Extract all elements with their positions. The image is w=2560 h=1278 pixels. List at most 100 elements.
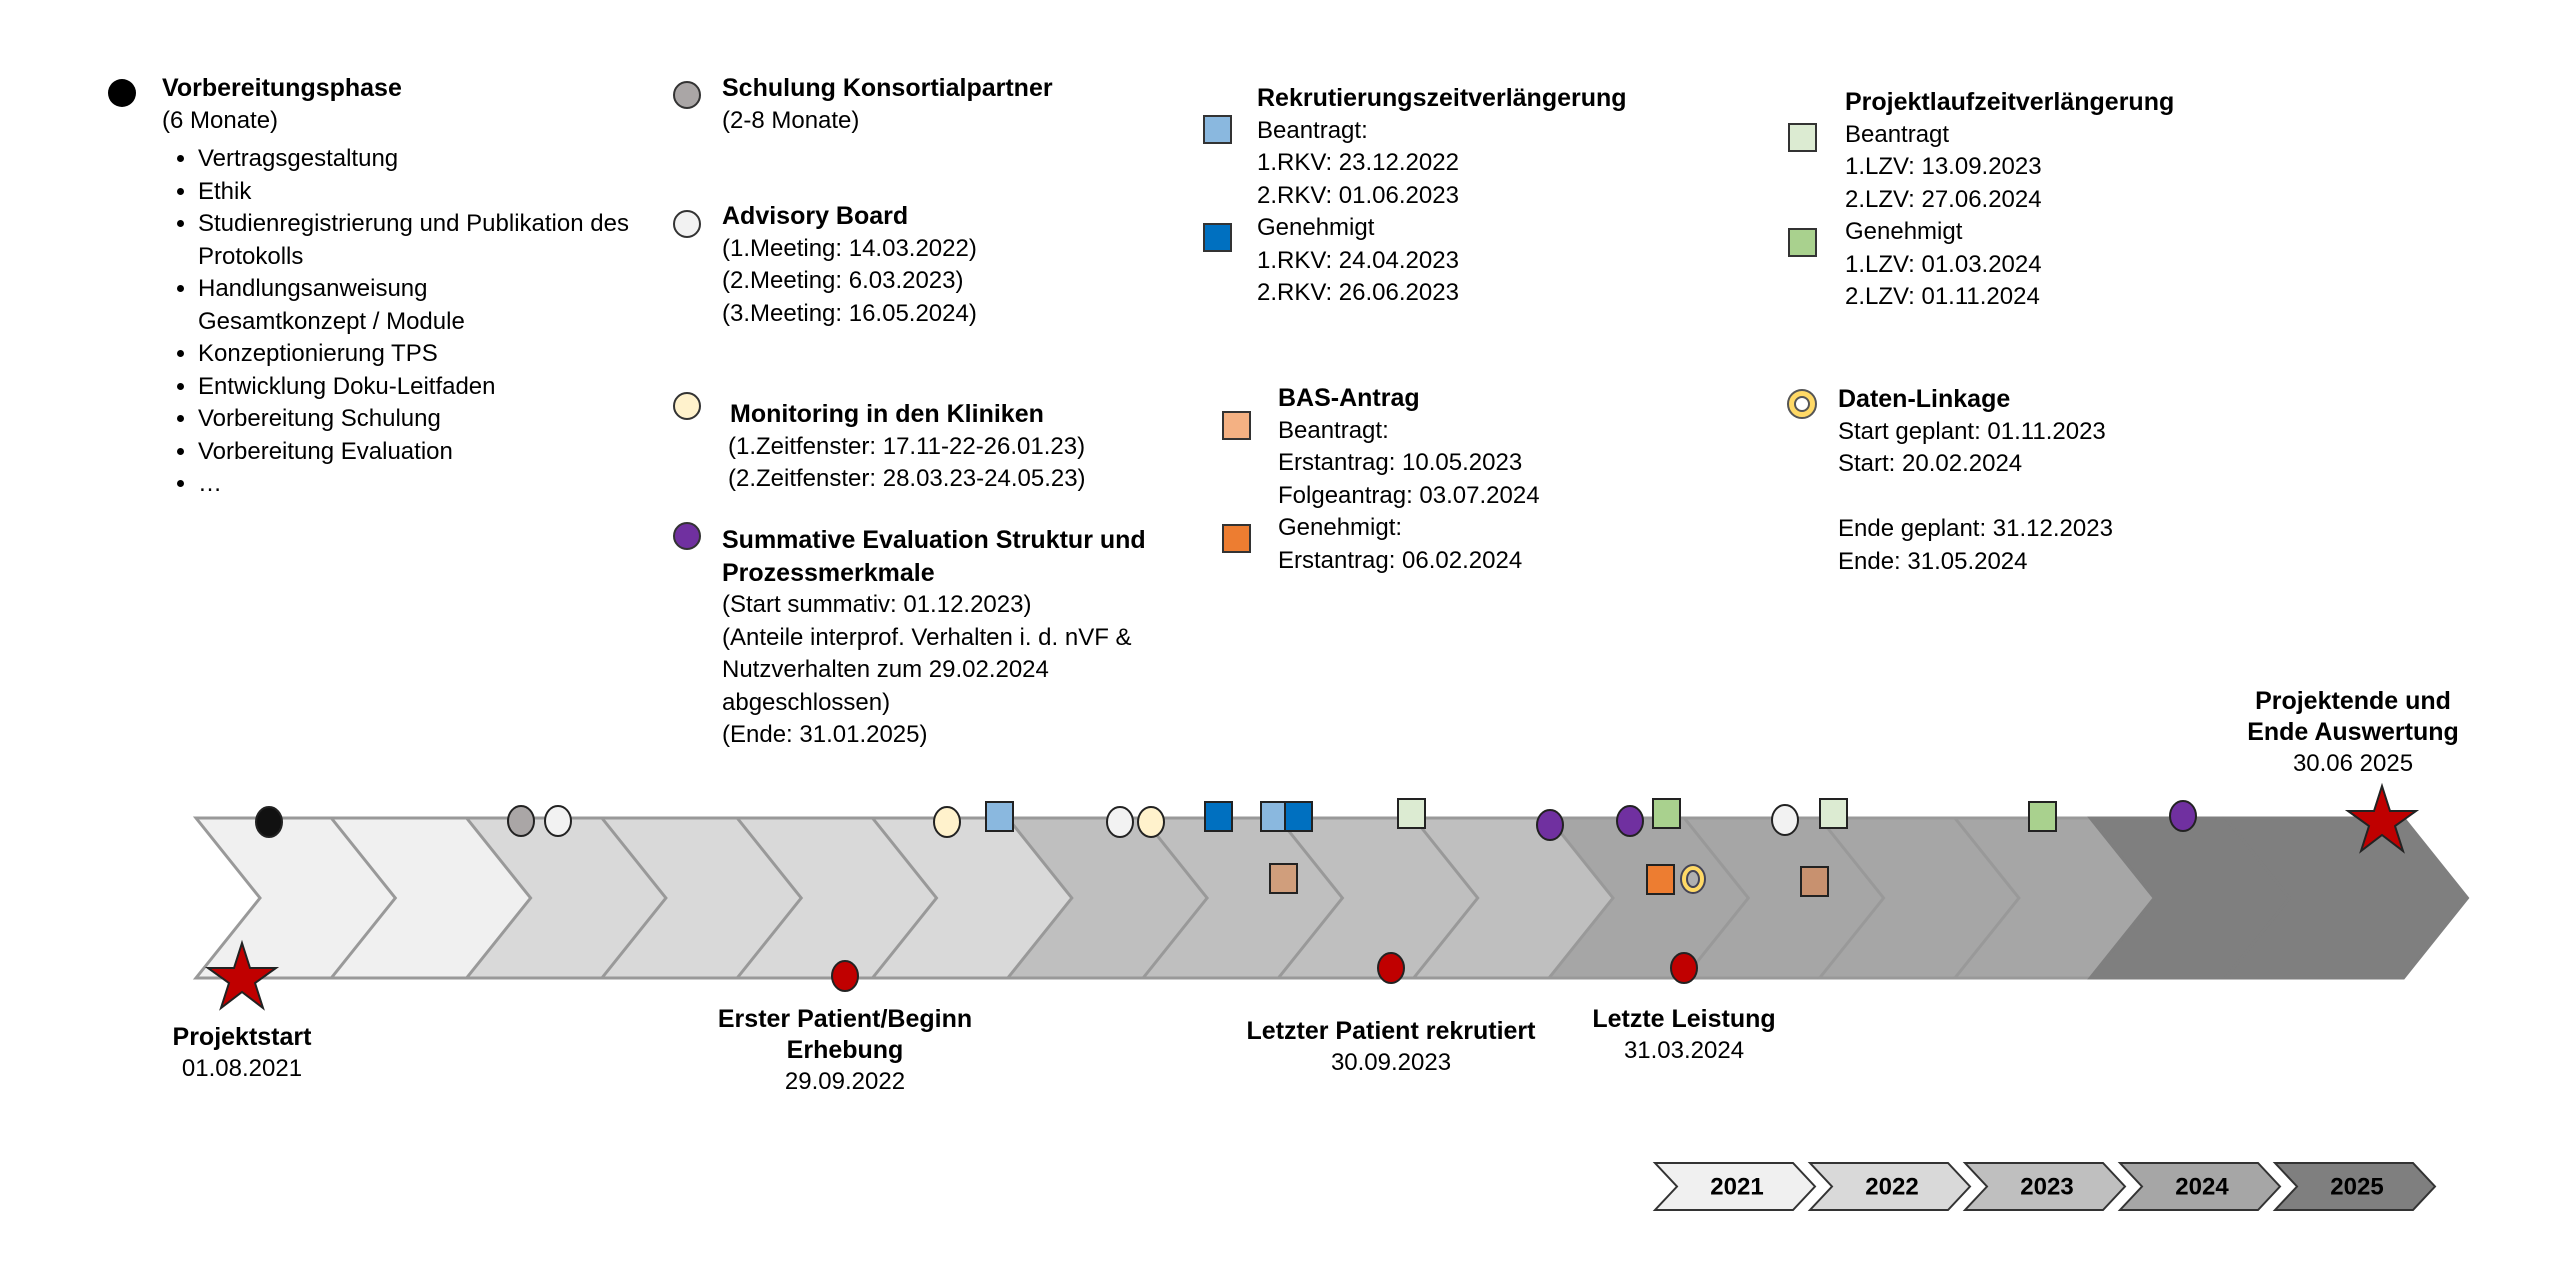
milestone-letzter-patient: Letzter Patient rekrutiert 30.09.2023 — [1247, 1016, 1536, 1078]
rkv-text: 1.RKV: 23.12.2022 — [1257, 149, 1459, 176]
milestone-title: Erhebung — [786, 1036, 904, 1064]
vorbereitung-icon — [108, 79, 136, 107]
rkv-text: 1.RKV: 24.04.2023 — [1257, 246, 1459, 274]
linkage-text: Ende: 31.05.2024 — [1838, 547, 2028, 575]
rkv-text: 2.RKV: 26.06.2023 — [1257, 279, 1459, 306]
marker-advisory — [544, 805, 572, 837]
monitoring-text: (1.Zeitfenster: 17.11-22-26.01.23) — [728, 432, 1086, 460]
marker-summative — [1536, 809, 1564, 841]
marker-bas-genehmigt — [1646, 864, 1675, 895]
milestone-title: Erster Patient/Beginn — [717, 1005, 973, 1033]
rkv-genehmigt-icon — [1203, 223, 1232, 252]
year-label: 2025 — [2330, 1174, 2383, 1201]
lzv-title: Projektlaufzeitverlängerung — [1845, 88, 2175, 116]
marker-rkv-beantragt — [985, 801, 1014, 832]
lzv-text: 2.LZV: 27.06.2024 — [1845, 185, 2042, 213]
summative-title: Summative Evaluation Struktur und Prozes… — [722, 526, 1146, 587]
marker-erster-patient — [831, 960, 859, 992]
milestone-title: Ende Auswertung — [2247, 718, 2459, 746]
schulung-title: Schulung Konsortialpartner — [722, 74, 1053, 102]
year-chevron — [2272, 1162, 2437, 1211]
advisory-title: Advisory Board — [722, 202, 909, 230]
schulung-icon — [673, 81, 701, 109]
monitoring-icon — [673, 392, 701, 420]
bas-title: BAS-Antrag — [1278, 384, 1420, 412]
lzv-text: 2.LZV: 01.11.2024 — [1845, 283, 2040, 310]
rkv-block: Rekrutierungszeitverlängerung Beantragt:… — [1257, 82, 1627, 310]
year-chevron — [2117, 1162, 2282, 1211]
year-label: 2021 — [1710, 1174, 1763, 1201]
marker-lzv-beantragt — [1397, 798, 1426, 829]
linkage-title: Daten-Linkage — [1838, 385, 2011, 413]
lzv-genehmigt-icon — [1788, 228, 1817, 257]
milestone-projektstart: Projektstart 01.08.2021 — [173, 1022, 312, 1084]
lzv-beantragt-label: Beantragt — [1845, 120, 1950, 148]
lzv-beantragt-icon — [1788, 123, 1817, 152]
rkv-title: Rekrutierungszeitverlängerung — [1257, 84, 1627, 112]
summative-text: (Ende: 31.01.2025) — [722, 721, 928, 748]
timeline-chevrons — [192, 816, 2470, 980]
year-label: 2022 — [1865, 1174, 1918, 1201]
list-item: Entwicklung Doku-Leitfaden — [198, 371, 718, 404]
year-label: 2023 — [2020, 1174, 2073, 1201]
linkage-text: Start geplant: 01.11.2023 — [1838, 417, 2106, 445]
list-item: Vorbereitung Evaluation — [198, 436, 718, 469]
lzv-genehmigt-label: Genehmigt — [1845, 218, 1963, 245]
marker-letzte-leistung — [1670, 952, 1698, 984]
marker-vorbereitung — [255, 806, 283, 838]
linkage-text: Start: 20.02.2024 — [1838, 450, 2023, 477]
bas-block: BAS-Antrag Beantragt: Erstantrag: 10.05.… — [1278, 382, 1540, 577]
milestone-title: Projektende und — [2255, 687, 2451, 715]
advisory-text: (1.Meeting: 14.03.2022) — [722, 234, 977, 262]
summative-text: (Anteile interprof. Verhalten i. d. nVF … — [722, 623, 1132, 716]
year-chevron — [1962, 1162, 2127, 1211]
milestone-erster-patient: Erster Patient/Beginn Erhebung 29.09.202… — [718, 1004, 972, 1097]
lzv-text: 1.LZV: 01.03.2024 — [1845, 250, 2042, 278]
rkv-beantragt-label: Beantragt: — [1257, 116, 1368, 144]
marker-advisory — [1771, 804, 1799, 836]
monitoring-block: Monitoring in den Kliniken (1.Zeitfenste… — [728, 398, 1086, 496]
milestone-title: Letzter Patient rekrutiert — [1246, 1017, 1536, 1045]
vorbereitung-title: Vorbereitungsphase — [162, 74, 402, 102]
bas-beantragt-icon — [1222, 411, 1251, 440]
summative-block: Summative Evaluation Struktur und Prozes… — [722, 524, 1242, 752]
monitoring-text: (2.Zeitfenster: 28.03.23-24.05.23) — [728, 465, 1086, 492]
advisory-block: Advisory Board (1.Meeting: 14.03.2022) (… — [722, 200, 977, 330]
marker-bas-beantragt — [1800, 866, 1829, 897]
year-chevron — [1807, 1162, 1972, 1211]
advisory-icon — [673, 210, 701, 238]
marker-monitoring — [933, 806, 961, 838]
marker-rkv-beantragt — [1260, 801, 1289, 832]
milestone-letzte-leistung: Letzte Leistung 31.03.2024 — [1592, 1004, 1775, 1066]
lzv-block: Projektlaufzeitverlängerung Beantragt 1.… — [1845, 86, 2174, 314]
marker-monitoring — [1137, 806, 1165, 838]
milestone-title: Letzte Leistung — [1592, 1005, 1776, 1033]
marker-advisory — [1106, 806, 1134, 838]
marker-letzter-patient — [1377, 952, 1405, 984]
year-chevron — [1652, 1162, 1817, 1211]
marker-lzv-beantragt — [1819, 798, 1848, 829]
rkv-text: 2.RKV: 01.06.2023 — [1257, 181, 1459, 209]
milestone-projektende: Projektende und Ende Auswertung 30.06 20… — [2247, 686, 2459, 779]
star-projektstart-icon — [204, 939, 280, 1011]
milestone-date: 30.06 2025 — [2292, 750, 2414, 777]
linkage-block: Daten-Linkage Start geplant: 01.11.2023 … — [1838, 383, 2113, 578]
linkage-text: Ende geplant: 31.12.2023 — [1838, 515, 2113, 542]
list-item: Studienregistrierung und Publikation des… — [198, 208, 638, 273]
vorbereitung-block: Vorbereitungsphase (6 Monate) Vertragsge… — [162, 72, 718, 501]
rkv-genehmigt-label: Genehmigt — [1257, 214, 1375, 241]
lzv-text: 1.LZV: 13.09.2023 — [1845, 153, 2042, 180]
list-item: … — [198, 468, 718, 501]
schulung-text: (2-8 Monate) — [722, 106, 860, 134]
list-item: Konzeptionierung TPS — [198, 338, 718, 371]
list-item: Ethik — [198, 176, 718, 209]
bas-text: Folgeantrag: 03.07.2024 — [1278, 481, 1540, 509]
list-item: Vorbereitung Schulung — [198, 403, 718, 436]
list-item: Handlungsanweisung Gesamtkonzept / Modul… — [198, 273, 528, 338]
marker-bas-beantragt — [1269, 863, 1298, 894]
schulung-block: Schulung Konsortialpartner (2-8 Monate) — [722, 72, 1053, 137]
bas-beantragt-label: Beantragt: — [1278, 416, 1389, 444]
monitoring-title: Monitoring in den Kliniken — [730, 400, 1044, 428]
list-item: Vertragsgestaltung — [198, 143, 718, 176]
